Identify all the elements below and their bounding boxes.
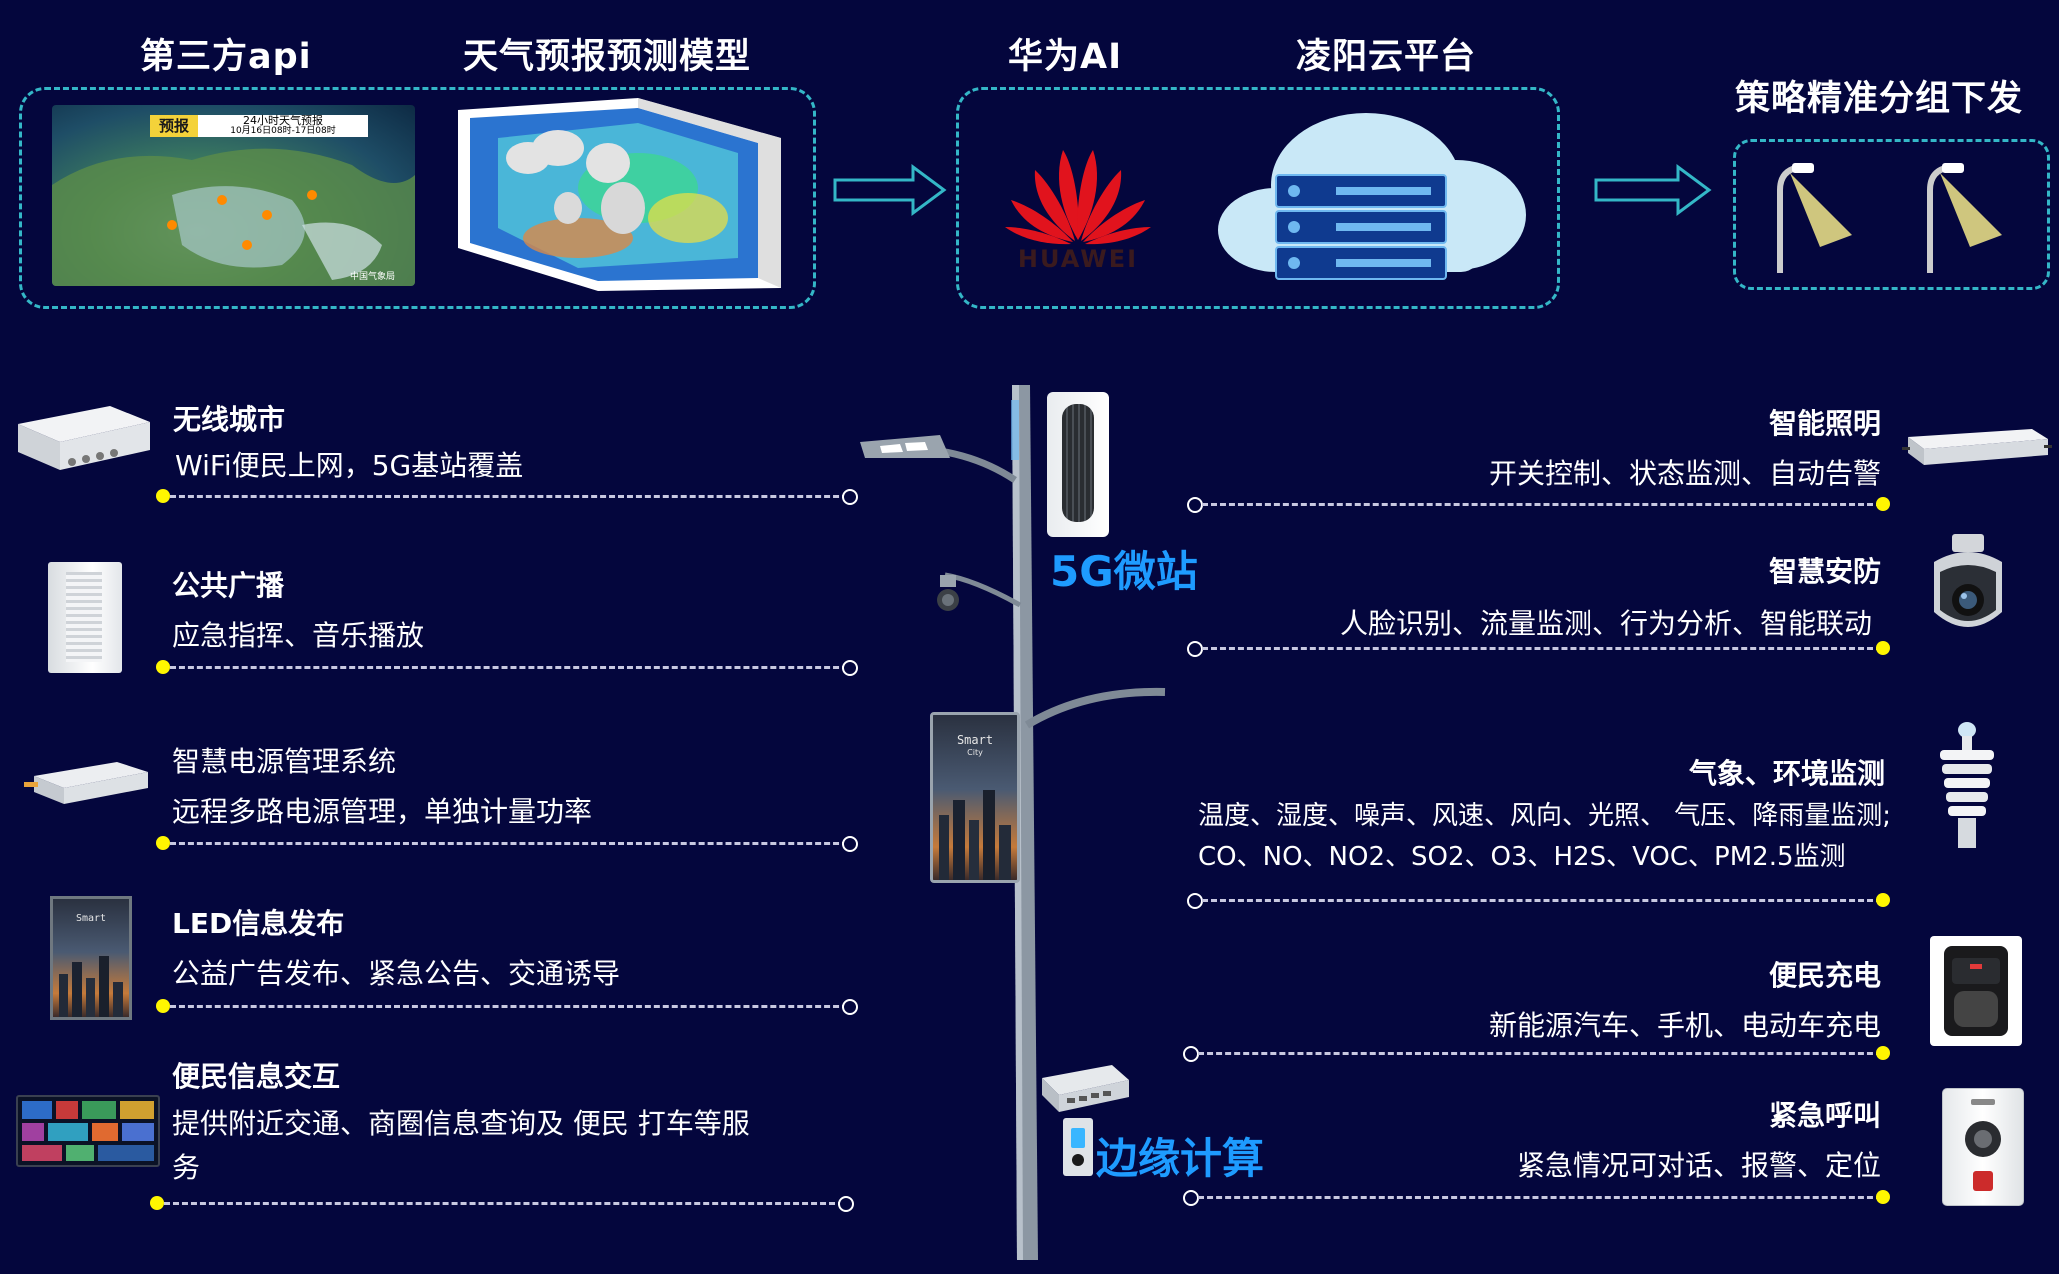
model-title: 天气预报预测模型	[463, 37, 752, 77]
info-interaction-desc-cont: 务	[172, 1151, 201, 1184]
edge-computing-device	[1037, 1060, 1132, 1119]
connector-dot	[156, 489, 170, 503]
smart-lighting-desc: 开关控制、状态监测、自动告警	[1488, 457, 1881, 490]
connector-line	[1198, 1196, 1882, 1199]
connector-dot	[156, 836, 170, 850]
led-info-title: LED信息发布	[172, 907, 345, 940]
connector-end	[1187, 641, 1203, 657]
emergency-call-desc: 紧急情况可对话、报警、定位	[1516, 1149, 1881, 1182]
power-management-device-image	[22, 758, 150, 808]
pole-led-screen: Smart City	[930, 712, 1020, 883]
public-broadcast-desc: 应急指挥、音乐播放	[172, 619, 425, 652]
forecast-tag: 预报	[150, 115, 198, 137]
connector-end	[842, 999, 858, 1015]
connector-end	[838, 1196, 854, 1212]
connector-dot	[1876, 497, 1890, 511]
charging-desc: 新能源汽车、手机、电动车充电	[1488, 1009, 1881, 1042]
connector-end	[1183, 1190, 1199, 1206]
5g-micro-station-device	[1047, 392, 1109, 537]
flow-arrow-1	[833, 164, 947, 220]
smart-pole-illustration	[855, 380, 1175, 1274]
huawei-wordmark: HUAWEI	[1017, 245, 1139, 273]
wireless-city-desc: WiFi便民上网，5G基站覆盖	[175, 449, 524, 482]
smart-security-title: 智慧安防	[1768, 555, 1881, 588]
smart-security-desc: 人脸识别、流量监测、行为分析、智能联动	[1339, 607, 1872, 640]
connector-end	[842, 660, 858, 676]
street-light-icon-2	[1910, 155, 2030, 279]
pole-access-panel	[1063, 1118, 1093, 1176]
connector-end	[1187, 497, 1203, 513]
huawei-logo: HUAWEI	[993, 145, 1163, 273]
charging-title: 便民充电	[1768, 959, 1881, 992]
connector-line	[1202, 503, 1882, 506]
connector-dot	[1876, 1046, 1890, 1060]
environment-monitor-desc: 温度、湿度、噪声、风速、风向、光照、 气压、降雨量监测;	[1198, 801, 1892, 831]
connector-end	[1187, 893, 1203, 909]
flow-arrow-2	[1594, 164, 1712, 220]
ev-charger-image	[1930, 936, 2022, 1046]
power-management-title: 智慧电源管理系统	[172, 745, 397, 778]
info-interaction-desc: 提供附近交通、商圈信息查询及 便民 打车等服	[172, 1107, 750, 1140]
connector-end	[842, 836, 858, 852]
smart-lighting-title: 智能照明	[1768, 407, 1881, 440]
connector-line	[164, 1202, 844, 1205]
connector-line	[1202, 899, 1882, 902]
huawei-title: 华为AI	[1008, 37, 1123, 77]
edge-computing-label: 边缘计算	[1096, 1134, 1265, 1183]
led-display-image: Smart	[50, 896, 132, 1020]
connector-line	[170, 1005, 848, 1008]
cloud-platform-box	[956, 87, 1560, 309]
emergency-call-box-image	[1942, 1088, 2024, 1206]
broadcast-speaker-image	[48, 562, 122, 673]
public-broadcast-title: 公共广播	[172, 569, 285, 602]
connector-line	[170, 666, 848, 669]
strategy-title: 策略精准分组下发	[1735, 79, 2024, 119]
info-interaction-title: 便民信息交互	[172, 1060, 341, 1093]
emergency-call-title: 紧急呼叫	[1768, 1099, 1881, 1132]
power-management-desc: 远程多路电源管理，单独计量功率	[172, 795, 593, 828]
api-title: 第三方api	[140, 37, 312, 77]
data-source-box	[19, 87, 816, 309]
connector-end	[842, 489, 858, 505]
connector-line	[1202, 647, 1882, 650]
connector-line	[170, 842, 848, 845]
connector-line	[1198, 1052, 1882, 1055]
street-light-icon-1	[1760, 155, 1880, 279]
connector-line	[170, 495, 848, 498]
wifi-router-image	[10, 402, 156, 478]
security-camera-image	[1926, 532, 2010, 648]
weather-station-sensor-image	[1932, 720, 2002, 859]
cloud-server-icon	[1216, 105, 1526, 289]
connector-dot	[156, 660, 170, 674]
info-kiosk-screen-image	[16, 1095, 160, 1167]
5g-micro-station-label: 5G微站	[1050, 547, 1198, 596]
strategy-box	[1733, 139, 2050, 290]
cloud-title: 凌阳云平台	[1296, 37, 1477, 77]
lighting-controller-image	[1902, 423, 2052, 471]
connector-dot	[150, 1196, 164, 1210]
environment-monitor-desc-cont: CO、NO、NO2、SO2、O3、H2S、VOC、PM2.5监测	[1198, 842, 1846, 872]
led-info-desc: 公益广告发布、紧急公告、交通诱导	[172, 957, 621, 990]
connector-dot	[1876, 641, 1890, 655]
environment-monitor-title: 气象、环境监测	[1688, 757, 1885, 790]
weather-forecast-map: 预报 24小时天气预报 10月16日08时-17日08时 中国气象局	[52, 105, 415, 286]
connector-dot	[156, 999, 170, 1013]
connector-end	[1183, 1046, 1199, 1062]
forecast-model-render	[458, 98, 781, 291]
forecast-header: 24小时天气预报 10月16日08时-17日08时	[198, 115, 368, 137]
wireless-city-title: 无线城市	[173, 403, 286, 436]
connector-dot	[1876, 893, 1890, 907]
connector-dot	[1876, 1190, 1890, 1204]
forecast-source: 中国气象局	[349, 272, 395, 282]
